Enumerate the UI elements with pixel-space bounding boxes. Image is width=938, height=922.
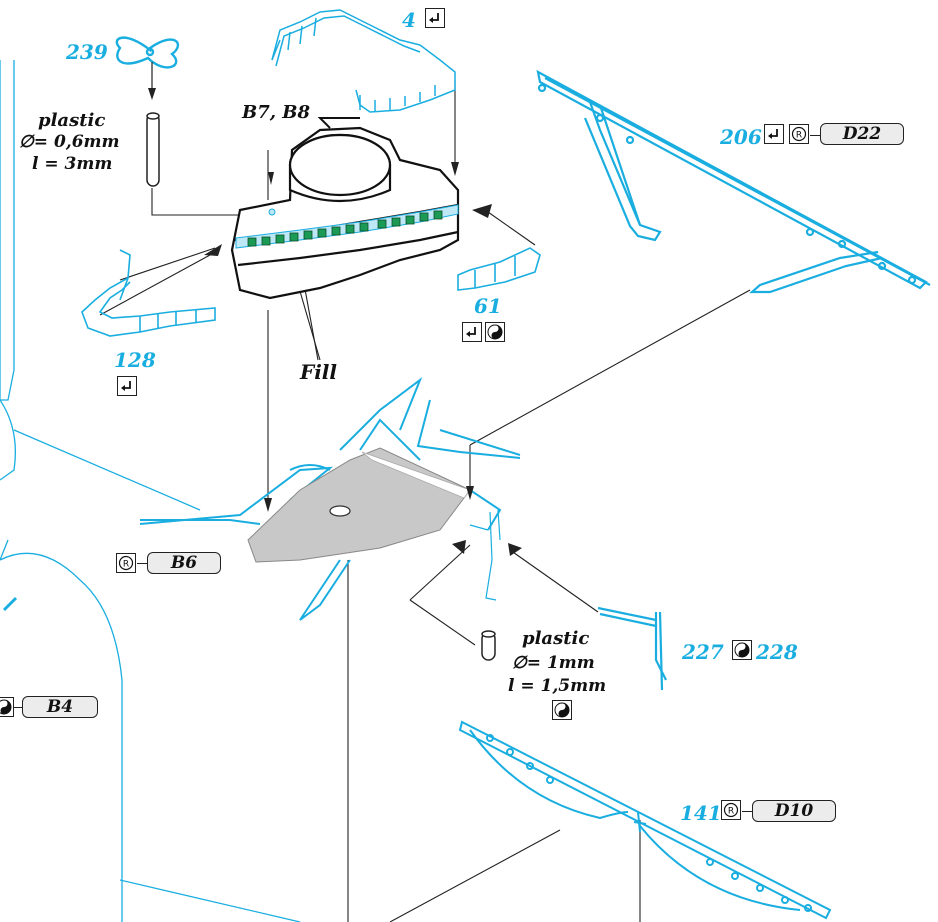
part-239-blade: [115, 36, 180, 69]
plastic-mid-word: plastic: [522, 628, 590, 649]
plastic-rod-mid: [481, 630, 496, 661]
part-number-128: 128: [114, 348, 156, 372]
arrow-128: [204, 244, 222, 256]
bridge-hole: [268, 208, 276, 216]
label-fill: Fill: [300, 360, 337, 384]
bend-arrow-icon: [764, 124, 784, 144]
arrow-206-deck: [466, 486, 474, 500]
deck-hole: [329, 505, 351, 517]
part-206-strut: [536, 69, 931, 294]
label-b7-b8: B7, B8: [242, 102, 311, 123]
part-227-mast: [597, 606, 667, 691]
part-number-4: 4: [402, 8, 416, 32]
plastic-mid-length: l = 1,5mm: [508, 676, 607, 696]
yin-yang-icon: [732, 640, 752, 660]
part-number-206: 206: [720, 125, 762, 149]
part-128-deflector: [81, 249, 216, 337]
arrow-deck: [264, 498, 272, 512]
part-number-61: 61: [474, 294, 502, 318]
part-number-227: 227: [682, 640, 724, 664]
part-141-railing: [458, 720, 832, 920]
hull-outline-left: [0, 60, 301, 922]
plastic-top-length: l = 3mm: [32, 154, 113, 174]
ref-connector: [137, 563, 147, 565]
ref-connector: [14, 707, 24, 709]
ref-box-b4: B4: [22, 696, 98, 718]
yin-yang-icon: [485, 322, 505, 342]
arrow-b7b8: [268, 172, 274, 185]
yin-yang-icon: [552, 700, 572, 720]
svg-text:R: R: [796, 131, 802, 141]
part-number-141: 141: [680, 801, 722, 825]
plastic-rod-top: [146, 112, 160, 187]
bend-arrow-icon: [425, 8, 445, 28]
arrow-mast-2: [508, 543, 522, 556]
arrow-4: [451, 162, 459, 176]
registered-mark-icon: R: [789, 124, 809, 144]
deck-frame: [139, 377, 521, 621]
part-number-228: 228: [756, 640, 798, 664]
svg-text:R: R: [728, 807, 734, 817]
arrow-61: [472, 204, 492, 218]
yin-yang-icon: [0, 697, 14, 717]
arrow-mast-1: [452, 540, 466, 554]
window-panes: [247, 210, 443, 247]
part-4-railing: [271, 9, 456, 113]
bend-arrow-icon: [462, 322, 482, 342]
plastic-top-word: plastic: [38, 110, 106, 131]
bend-arrow-icon: [117, 376, 137, 396]
ref-box-b6: B6: [147, 552, 221, 574]
mast-piece-small: [469, 509, 501, 601]
bridge-superstructure: [230, 126, 460, 300]
svg-text:R: R: [123, 560, 129, 570]
ref-connector: [742, 811, 752, 813]
small-part-left: [2, 596, 18, 612]
registered-mark-icon: R: [721, 800, 741, 820]
ref-box-d22: D22: [820, 123, 904, 145]
ref-connector: [810, 135, 820, 137]
part-61-piece: [457, 247, 541, 291]
plastic-mid-diameter: ∅= 1mm: [512, 653, 595, 673]
registered-mark-icon: R: [116, 553, 136, 573]
deck-plate: [247, 447, 471, 563]
part-number-239: 239: [66, 40, 108, 64]
plastic-top-diameter: ∅= 0,6mm: [19, 132, 120, 152]
ref-box-d10: D10: [752, 800, 836, 822]
